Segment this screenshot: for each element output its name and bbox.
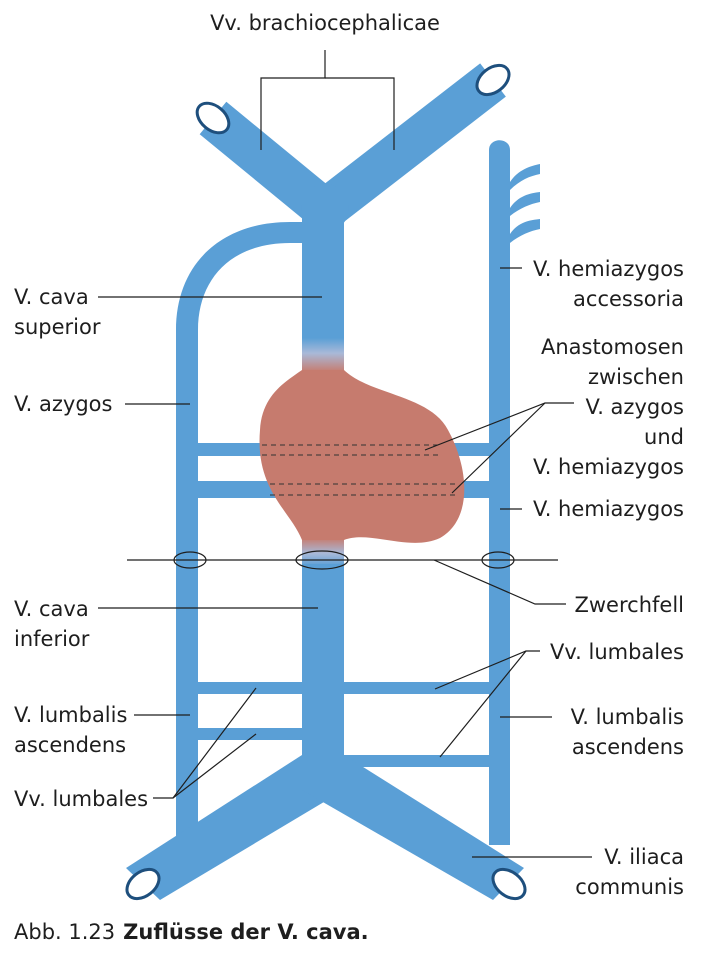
label-lumbalis-ascendens-left-line2: ascendens — [14, 733, 126, 757]
vv-lumbales-right-2 — [344, 755, 489, 767]
label-hemiazygos: V. hemiazygos — [533, 497, 684, 521]
label-azygos: V. azygos — [14, 392, 112, 416]
label-cava-inferior-line2: inferior — [14, 627, 90, 651]
left-iliac-opening — [125, 867, 161, 901]
label-anastomosen-line1: Anastomosen — [541, 335, 684, 359]
vena-iliaca-communis-right — [302, 755, 524, 900]
label-lumbalis-ascendens-left-line1: V. lumbalis — [14, 703, 127, 727]
label-anastomosen-line3: V. azygos — [586, 395, 684, 419]
label-lumbalis-ascendens-right-line2: ascendens — [572, 735, 684, 759]
caption-number: Abb. 1.23 — [14, 920, 116, 944]
label-lumbalis-ascendens-right-line1: V. lumbalis — [571, 705, 684, 729]
heart — [259, 370, 465, 543]
label-anastomosen-line4: und — [644, 425, 684, 449]
label-cava-superior-line1: V. cava — [14, 285, 89, 309]
hemiazygos-accessoria-branch-1 — [510, 164, 540, 190]
vv-lumbales-right-1 — [344, 682, 489, 694]
figure-caption: Abb. 1.23 Zuflüsse der V. cava. — [14, 920, 369, 944]
hemiazygos-accessoria-branch-3 — [510, 219, 540, 243]
label-iliaca-communis-line2: communis — [575, 875, 684, 899]
right-brachiocephalic-opening — [475, 63, 511, 97]
label-cava-inferior-line1: V. cava — [14, 597, 89, 621]
label-iliaca-communis-line1: V. iliaca — [604, 845, 684, 869]
right-brachiocephalic-vein — [312, 63, 506, 227]
label-zwerchfell: Zwerchfell — [575, 593, 685, 617]
caption-title: Zuflüsse der V. cava. — [123, 920, 369, 944]
vv-lumbales-left-1 — [198, 682, 302, 694]
diaphragm-line — [127, 550, 558, 570]
vena-cava-inferior — [302, 564, 344, 764]
vena-cava-superior — [302, 205, 344, 340]
label-brachiocephalicae: Vv. brachiocephalicae — [210, 11, 440, 35]
left-brachiocephalic-opening — [195, 101, 231, 135]
labels: Vv. brachiocephalicae V. cava superior V… — [14, 11, 684, 899]
leader-lines — [98, 50, 592, 858]
label-vv-lumbales-right: Vv. lumbales — [550, 640, 684, 664]
label-anastomosen-line2: zwischen — [588, 365, 684, 389]
right-iliac-opening — [491, 867, 527, 901]
hemiazygos-accessoria-branch-2 — [510, 192, 540, 216]
label-hemiazygos-accessoria-line2: accessoria — [573, 287, 684, 311]
label-anastomosen-line5: V. hemiazygos — [533, 455, 684, 479]
vena-hemiazygos-trunk — [489, 140, 510, 845]
label-vv-lumbales-left: Vv. lumbales — [14, 787, 148, 811]
vena-iliaca-communis-left — [126, 755, 344, 900]
label-cava-superior-line2: superior — [14, 315, 101, 339]
vena-azygos-arch — [176, 222, 302, 845]
label-hemiazygos-accessoria-line1: V. hemiazygos — [533, 257, 684, 281]
